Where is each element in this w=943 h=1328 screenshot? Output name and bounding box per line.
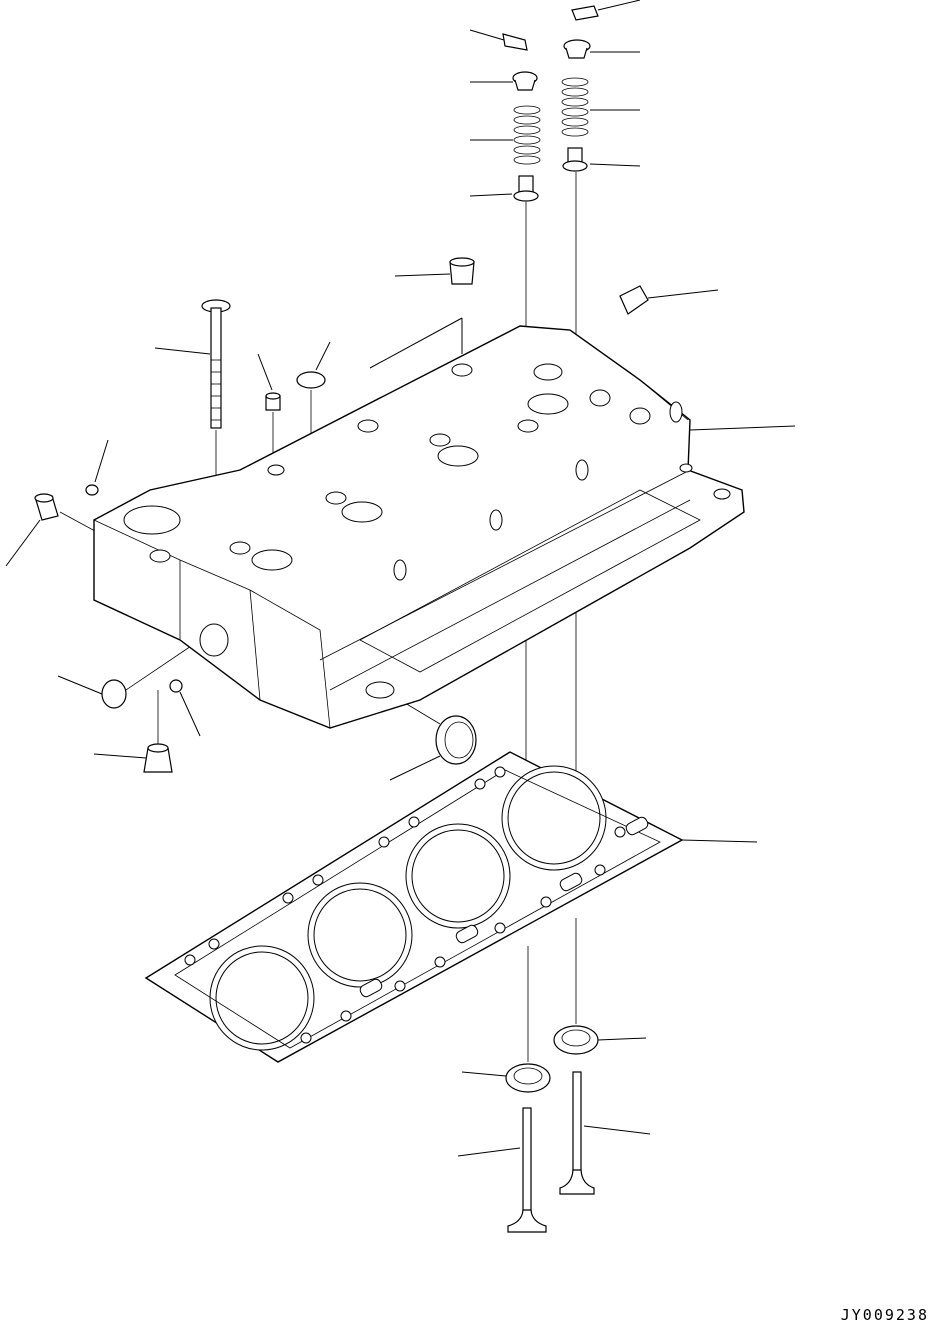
dowel-pin-left bbox=[85, 439, 109, 496]
drawing-code: JY009238 bbox=[840, 1306, 929, 1324]
intake-valve bbox=[457, 1107, 547, 1233]
valve-cotter-right bbox=[571, 0, 641, 21]
expansion-plug-front bbox=[389, 699, 477, 781]
valve-spring-right bbox=[561, 77, 640, 137]
valve-cotter-left bbox=[469, 29, 528, 51]
valve-seat-insert-right bbox=[553, 918, 647, 1055]
valve-spring-left bbox=[470, 105, 541, 165]
valve-stem-seal-right bbox=[562, 147, 641, 172]
valve-stem-seal-left bbox=[469, 175, 539, 202]
head-gasket bbox=[144, 751, 758, 1063]
valve-spring-retainer-left bbox=[470, 71, 538, 91]
expansion-plug-left bbox=[57, 639, 201, 709]
head-bolt bbox=[154, 299, 231, 500]
dowel-pin-lower bbox=[169, 679, 201, 737]
valve-spring-retainer-right bbox=[563, 39, 640, 59]
cap-plug-top bbox=[369, 257, 475, 369]
cap-plug-right bbox=[619, 285, 719, 315]
exhaust-valve bbox=[559, 1071, 651, 1195]
expansion-plug-top bbox=[296, 341, 331, 470]
valve-seat-insert-left bbox=[461, 946, 551, 1093]
cylinder-head bbox=[93, 325, 796, 729]
cap-plug-lower bbox=[93, 690, 173, 773]
